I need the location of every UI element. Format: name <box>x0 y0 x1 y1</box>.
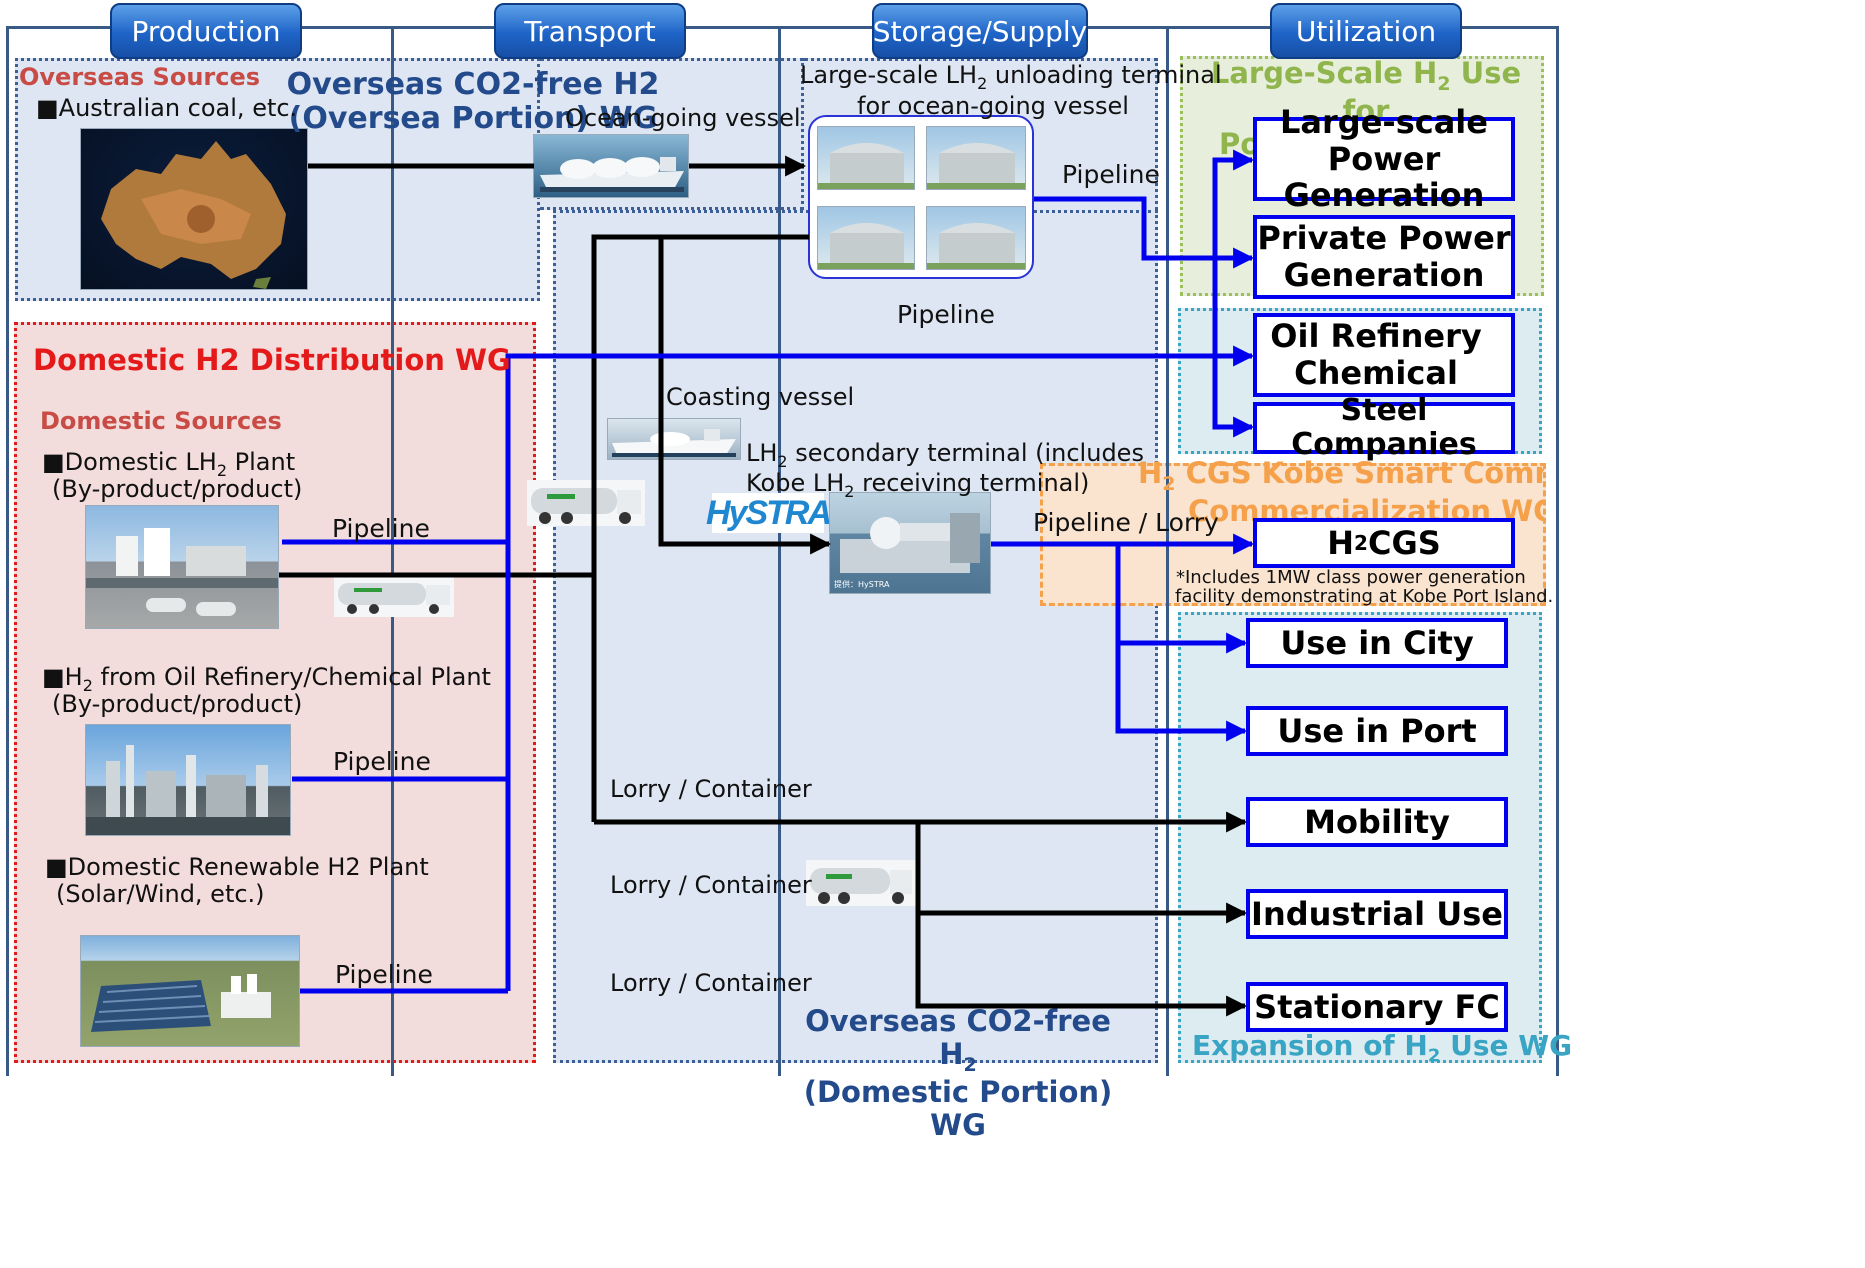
pipeline-label: Pipeline <box>897 300 995 329</box>
column-header-transport: Transport <box>494 3 686 59</box>
storage-tank-image <box>926 126 1026 190</box>
pipeline-label: Pipeline <box>335 960 433 989</box>
column-header-production: Production <box>110 3 302 59</box>
secondary-terminal-label: LH2 secondary terminal (includes Kobe LH… <box>746 439 1144 502</box>
dest-use-in-port[interactable]: Use in Port <box>1246 706 1508 756</box>
australian-coal-label: ■Australian coal, etc. <box>36 94 298 122</box>
coasting-vessel-image <box>607 418 741 460</box>
pipeline-label: Pipeline <box>1062 160 1160 189</box>
photo-credit: 提供：HySTRA <box>834 580 890 589</box>
australia-map-image <box>80 128 308 290</box>
kobe-terminal-image: 提供：HySTRA <box>829 492 991 594</box>
refinery-note: (By-product/product) <box>52 690 303 718</box>
dest-use-in-city[interactable]: Use in City <box>1246 618 1508 668</box>
renewable-label: ■Domestic Renewable H2 Plant <box>45 853 429 881</box>
lh2-plant-label: ■Domestic LH2 Plant <box>42 448 296 480</box>
secondary-pipelines <box>991 533 1255 742</box>
pipeline-label: Pipeline <box>332 514 430 543</box>
ocean-vessel-label: Ocean-going vessel <box>565 104 801 132</box>
pipeline-label: Pipeline <box>333 747 431 776</box>
overseas-domestic-band <box>553 210 1158 1063</box>
dest-industrial-use[interactable]: Industrial Use <box>1246 889 1508 939</box>
dest-mobility[interactable]: Mobility <box>1246 797 1508 847</box>
coasting-vessel-label: Coasting vessel <box>666 383 855 411</box>
wg-expansion-title: Expansion of H2 Use WG <box>1192 1029 1573 1067</box>
dest-stationary-fc[interactable]: Stationary FC <box>1246 982 1508 1032</box>
lorry-container-label: Lorry / Container <box>610 775 812 803</box>
wg-overseas-oversea-title: Overseas CO2-free H2 (Oversea Portion) W… <box>286 67 660 136</box>
pipeline-lorry-label: Pipeline / Lorry <box>1033 508 1219 537</box>
lh2-plant-image <box>85 505 279 629</box>
lh2-plant-note: (By-product/product) <box>52 475 303 503</box>
lorry-container-label: Lorry / Container <box>610 969 812 997</box>
wg-domestic-distribution-title: Domestic H2 Distribution WG <box>33 343 511 377</box>
refinery-image <box>85 724 291 836</box>
column-header-utilization: Utilization <box>1270 3 1462 59</box>
storage-tank-image <box>817 206 915 270</box>
cgs-note: *Includes 1MW class power generation fac… <box>1175 567 1554 607</box>
ocean-vessel-image <box>533 134 689 198</box>
storage-tank-image <box>817 126 915 190</box>
storage-tank-image <box>926 206 1026 270</box>
dest-steel-companies[interactable]: Steel Companies <box>1253 393 1515 462</box>
lorry-container-label: Lorry / Container <box>610 871 812 899</box>
lorry-image <box>334 577 454 617</box>
lorry-image <box>806 860 916 906</box>
column-header-storage: Storage/Supply <box>872 3 1088 59</box>
terminal-pipelines <box>1034 149 1255 438</box>
domestic-pipelines <box>282 345 1255 994</box>
renewable-note: (Solar/Wind, etc.) <box>56 880 265 908</box>
coastal-route <box>279 234 832 822</box>
refinery-label: ■H2 from Oil Refinery/Chemical Plant <box>42 663 491 695</box>
wg-overseas-domestic-title: Overseas CO2-free H2 (Domestic Portion) … <box>803 1004 1113 1142</box>
lorry-container-routes <box>594 811 1248 1017</box>
hystra-logo: HySTRA <box>705 493 832 533</box>
domestic-sources-label: Domestic Sources <box>40 407 282 435</box>
solar-plant-image <box>80 935 300 1047</box>
overseas-sources-label: Overseas Sources <box>19 63 261 91</box>
unloading-terminal-label: Large-scale LH2 unloading terminal for o… <box>800 61 1222 120</box>
